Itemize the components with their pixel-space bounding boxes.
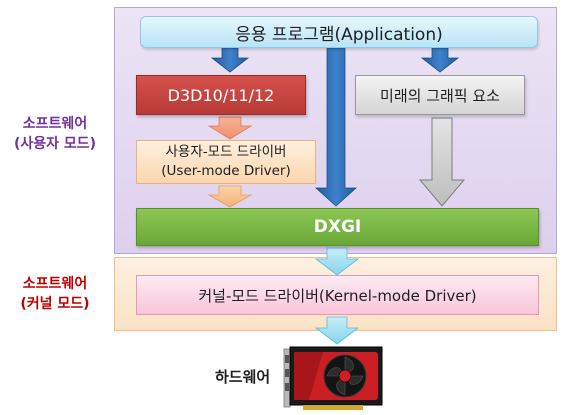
user-mode-software-label: 소프트웨어 (사용자 모드) — [2, 114, 108, 154]
user-mode-label-line2: (사용자 모드) — [13, 136, 97, 152]
arrow-kmd-to-hardware — [314, 316, 360, 345]
future-graphics-box: 미래의 그래픽 요소 — [355, 75, 525, 115]
application-box: 응용 프로그램(Application) — [140, 16, 538, 48]
kernel-mode-label-line1: 소프트웨어 — [22, 276, 88, 292]
user-mode-label-line1: 소프트웨어 — [22, 116, 88, 132]
arrow-future-to-dxgi — [418, 117, 466, 207]
arrow-d3d-to-umd — [207, 116, 253, 140]
umd-line2: (User-mode Driver) — [161, 163, 291, 179]
arrow-app-to-dxgi — [314, 47, 358, 207]
umd-line1: 사용자-모드 드라이버 — [165, 144, 287, 160]
kernel-mode-driver-box: 커널-모드 드라이버(Kernel-mode Driver) — [136, 275, 539, 315]
d3d-box: D3D10/11/12 — [136, 75, 306, 115]
arrow-dxgi-to-kmd — [314, 247, 360, 276]
dxgi-box: DXGI — [136, 208, 539, 246]
user-mode-driver-box: 사용자-모드 드라이버 (User-mode Driver) — [136, 140, 316, 184]
arrow-umd-to-dxgi — [207, 185, 253, 208]
arrow-app-to-future — [420, 47, 460, 73]
graphics-card-icon — [283, 346, 383, 410]
kernel-mode-software-label: 소프트웨어 (커널 모드) — [2, 274, 108, 314]
kernel-mode-label-line2: (커널 모드) — [20, 296, 90, 312]
hardware-label: 하드웨어 — [215, 368, 271, 386]
arrow-app-to-d3d — [210, 47, 250, 73]
